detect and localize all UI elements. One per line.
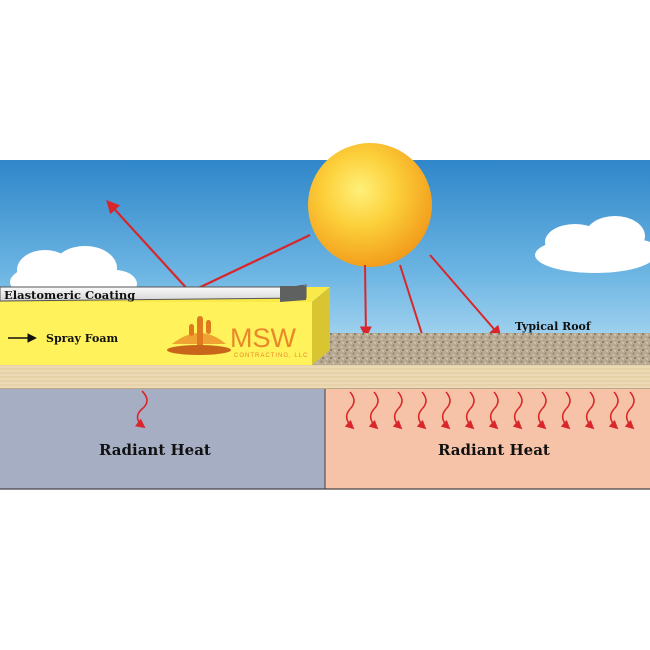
radiant-heat-arrow-13 [624,391,635,430]
radiant-heat-arrow-10 [560,391,571,430]
cactus-sun-icon [167,316,231,355]
room-cool [0,389,325,489]
radiant-heat-arrow-8 [512,391,523,430]
reflected-ray [106,200,311,293]
radiant-heat-label-left: Radiant Heat [99,441,211,459]
radiant-heat-arrows-right [344,391,635,430]
spray-foam-side [312,287,330,365]
radiant-heat-arrow-4 [416,391,427,430]
room-hot [325,389,650,489]
radiant-heat-label-right: Radiant Heat [438,441,550,459]
radiant-heat-arrow-5 [440,391,451,430]
radiant-heat-arrow-12 [608,391,619,430]
msw-logo: MSW CONTRACTING, LLC [167,316,308,359]
radiant-heat-arrow-11 [584,391,595,430]
spray-foam-block [0,302,312,365]
elastomeric-coating-label: Elastomeric Coating [4,288,135,302]
coating-edge [280,286,306,302]
radiant-heat-arrow-7 [488,391,499,430]
typical-roof-gravel [312,333,650,365]
logo-subtitle: CONTRACTING, LLC [234,353,308,359]
radiant-heat-arrow-6 [464,391,475,430]
sun [308,143,432,267]
typical-roof-label: Typical Roof [515,320,592,333]
radiant-heat-arrow-left [134,390,148,429]
roof-deck [0,365,650,389]
radiant-heat-arrow-9 [536,391,547,430]
radiant-heat-arrow-3 [392,391,403,430]
radiant-heat-arrow-1 [344,391,355,430]
cloud-right [535,216,650,273]
radiant-heat-arrow-2 [368,391,379,430]
logo-name: MSW [230,323,297,353]
spray-foam-label: Spray Foam [46,332,118,345]
